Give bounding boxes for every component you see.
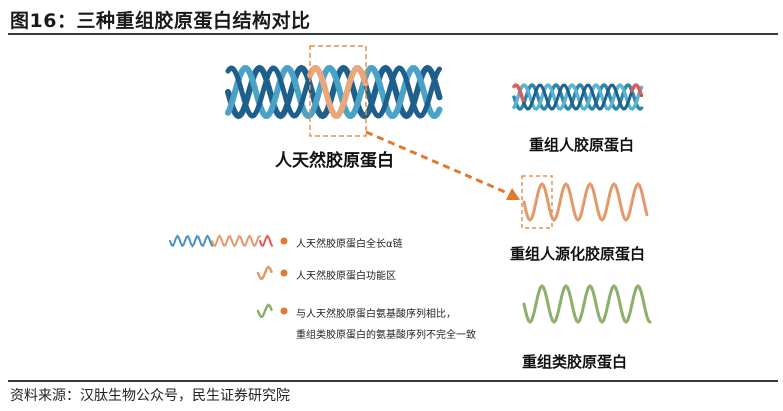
legend-text-2: 人天然胶原蛋白功能区	[296, 267, 396, 282]
legend-text-3: 与人天然胶原蛋白氨基酸序列相比，	[296, 305, 456, 320]
legend-collagen-like-icon	[258, 305, 272, 317]
legend-text-4: 重组类胶原蛋白的氨基酸序列不完全一致	[296, 326, 476, 341]
recombinant-human-label: 重组人胶原蛋白	[529, 134, 634, 155]
bottom-rule	[8, 380, 778, 382]
recombinant-human-collagen-helix	[514, 85, 642, 109]
legend-wave-orange-seg	[212, 236, 260, 246]
legend-full-chain-icon	[170, 236, 272, 246]
legend-orange-icon	[258, 267, 272, 279]
natural-collagen-helix	[228, 68, 440, 116]
legend-text-1: 人天然胶原蛋白全长α链	[296, 235, 403, 250]
humanized-collagen-chain	[524, 184, 647, 220]
legend-bullet-2	[281, 270, 288, 277]
collagen-like-chain	[524, 286, 650, 322]
legend-bullet-3	[281, 308, 288, 315]
legend-wave-red-end	[260, 236, 272, 246]
humanized-wave	[524, 184, 647, 220]
legend-wave-blue	[170, 236, 212, 246]
source-note: 资料来源：汉肽生物公众号，民生证券研究院	[10, 385, 290, 405]
legend-functional-region-icon	[258, 267, 272, 279]
mapping-arrow-head	[506, 188, 520, 200]
legend-green-icon	[258, 305, 272, 317]
legend-bullet-1	[281, 238, 288, 245]
collagen-like-wave	[524, 286, 650, 322]
natural-collagen-label: 人天然胶原蛋白	[275, 146, 394, 171]
collagen-like-label: 重组类胶原蛋白	[522, 351, 627, 372]
humanized-label: 重组人源化胶原蛋白	[510, 243, 645, 264]
